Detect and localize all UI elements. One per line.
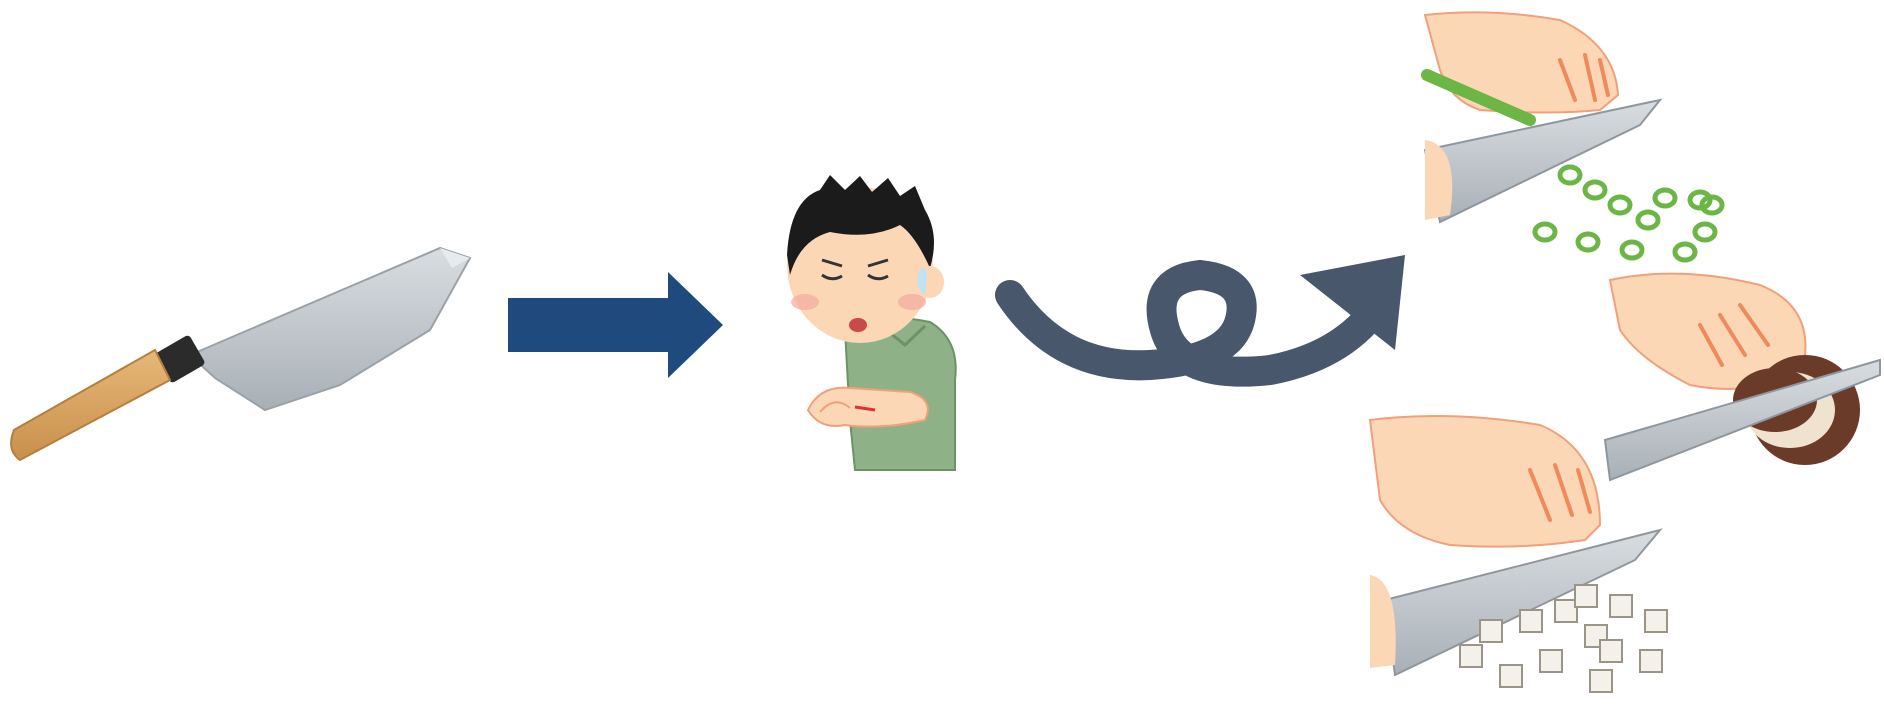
boy-cut-arm-icon bbox=[787, 175, 956, 470]
slicing-onion-icon bbox=[1425, 12, 1722, 260]
arrow-right-icon bbox=[508, 272, 723, 378]
knife-icon bbox=[11, 248, 470, 460]
loop-arrow-icon bbox=[1010, 255, 1405, 372]
slicing-mushroom-icon bbox=[1605, 274, 1880, 480]
